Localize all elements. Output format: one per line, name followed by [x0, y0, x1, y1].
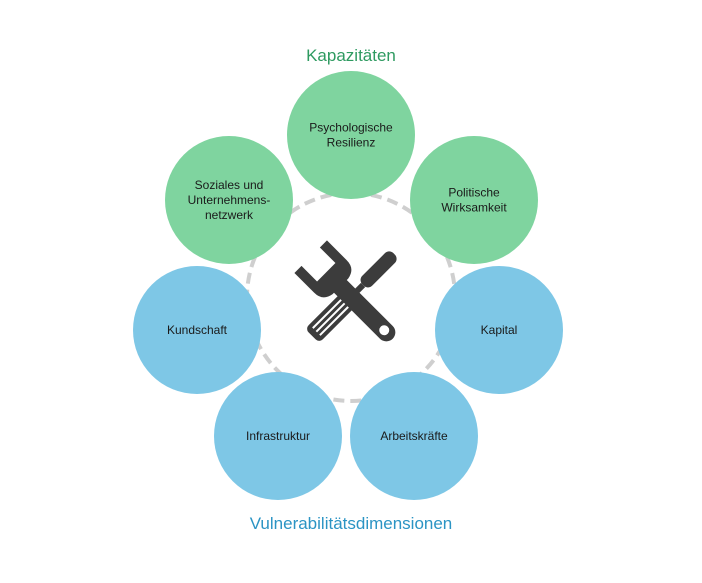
node-label: Politische [448, 186, 500, 200]
node-label: Resilienz [327, 136, 376, 150]
node-label: netzwerk [205, 208, 254, 222]
node-circle [133, 266, 261, 394]
node-label: Psychologische [309, 121, 393, 135]
node-kapital: Kapital [435, 266, 563, 394]
node-label: Arbeitskräfte [380, 429, 448, 443]
node-label: Unternehmens- [188, 193, 271, 207]
capacities-heading: Kapazitäten [306, 46, 396, 65]
node-circle [214, 372, 342, 500]
node-label: Infrastruktur [246, 429, 310, 443]
vulnerabilities-heading: Vulnerabilitätsdimensionen [249, 514, 453, 533]
node-circle [165, 136, 293, 264]
node-infrastruktur: Infrastruktur [214, 372, 342, 500]
node-label: Wirksamkeit [441, 201, 507, 215]
node-circle [410, 136, 538, 264]
node-label: Kundschaft [167, 323, 228, 337]
node-circle [287, 71, 415, 199]
node-kundschaft: Kundschaft [133, 266, 261, 394]
wrench-and-screwdriver-icon [294, 240, 397, 342]
node-arbeitskraefte: Arbeitskräfte [350, 372, 478, 500]
node-label: Kapital [481, 323, 518, 337]
node-circle [435, 266, 563, 394]
node-circle [350, 372, 478, 500]
node-label: Soziales und [195, 178, 264, 192]
